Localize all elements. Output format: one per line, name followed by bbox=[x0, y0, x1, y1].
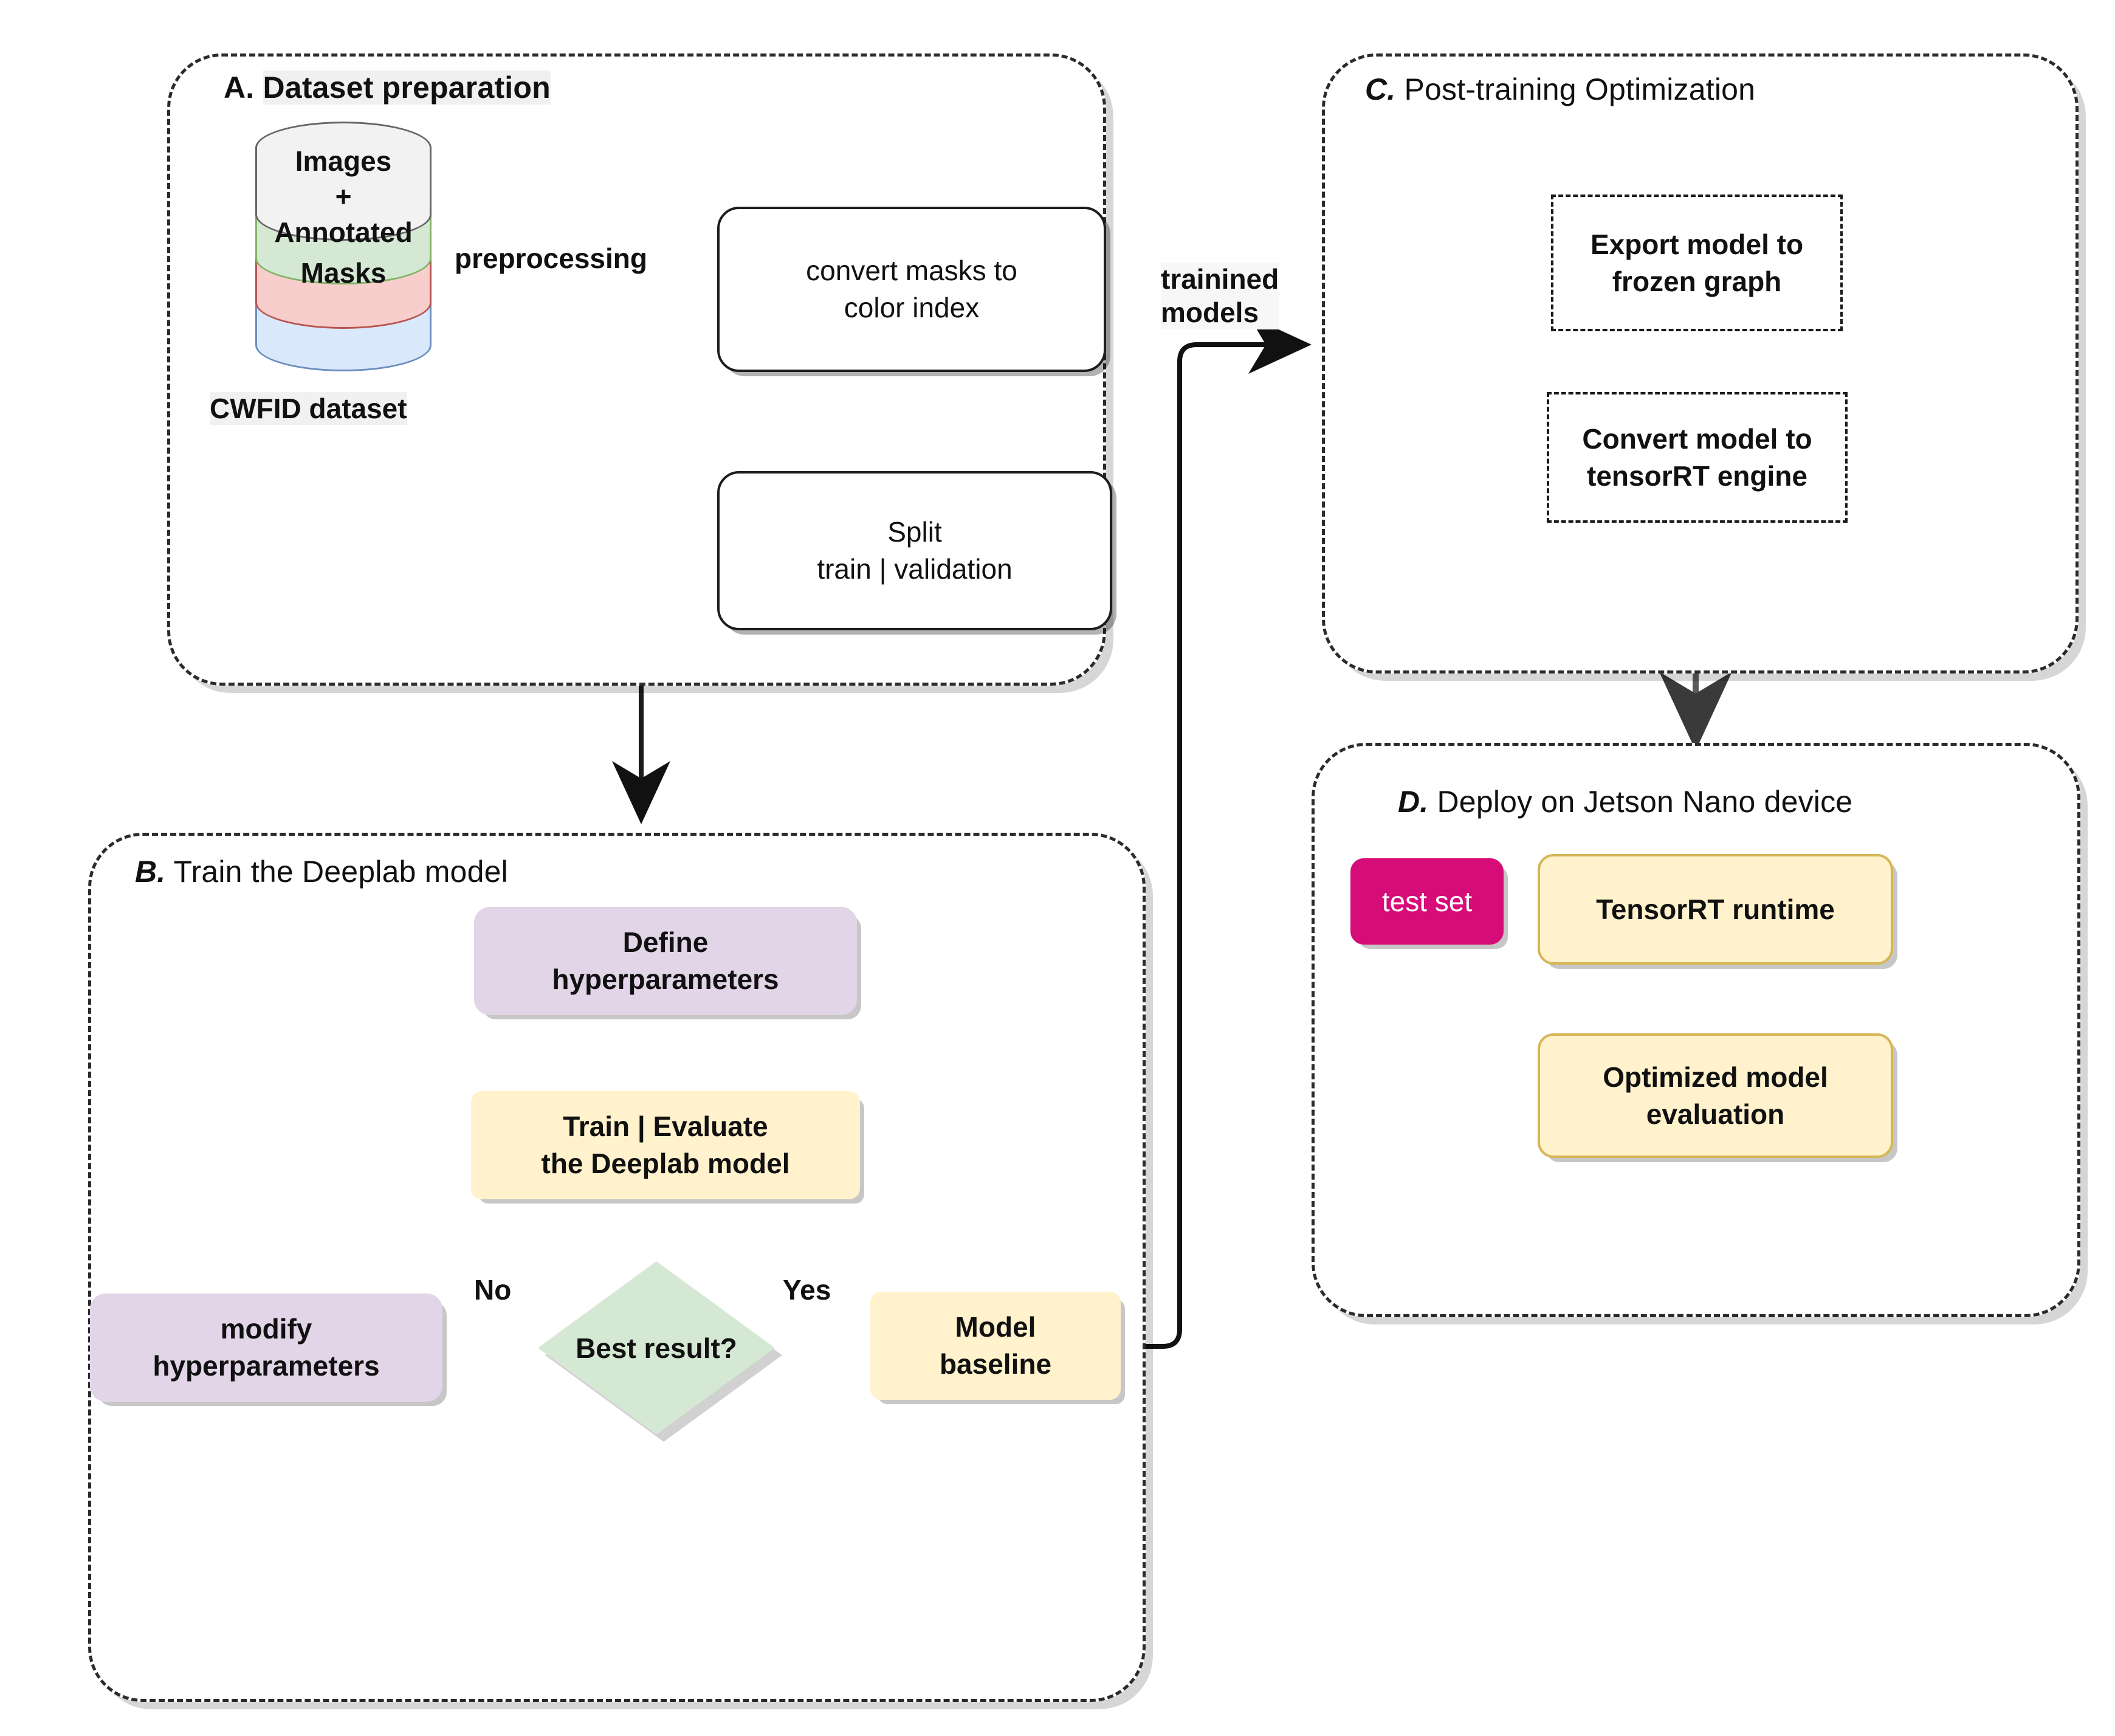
dataset-label-masks: Masks bbox=[300, 257, 387, 289]
node-test-set[interactable]: test set bbox=[1350, 858, 1504, 945]
node-modify-hyperparameters[interactable]: modify hyperparameters bbox=[90, 1293, 442, 1402]
section-d-label: Deploy on Jetson Nano device bbox=[1437, 785, 1853, 819]
node-train-evaluate[interactable]: Train | Evaluate the Deeplab model bbox=[471, 1091, 860, 1199]
images-layer bbox=[255, 122, 432, 241]
section-b-title: B. Train the Deeplab model bbox=[135, 854, 508, 889]
section-c-label: Post-training Optimization bbox=[1404, 72, 1756, 106]
node-split-train-validation[interactable]: Split train | validation bbox=[717, 471, 1112, 630]
decision-label: Best result? bbox=[576, 1332, 737, 1364]
node-optimized-model-evaluation[interactable]: Optimized model evaluation bbox=[1538, 1033, 1893, 1158]
section-a-letter: A. bbox=[224, 71, 255, 105]
section-d-title: D. Deploy on Jetson Nano device bbox=[1398, 784, 1852, 819]
edge-label-preprocessing: preprocessing bbox=[455, 243, 647, 274]
section-d-container bbox=[1312, 743, 2080, 1317]
section-b-label: Train the Deeplab model bbox=[173, 855, 508, 889]
dataset-label-annotated: Annotated bbox=[274, 216, 413, 248]
section-a-title: A. Dataset preparation bbox=[224, 70, 551, 105]
edge-baseline-to-optimization bbox=[1121, 315, 1312, 1349]
node-convert-masks[interactable]: convert masks to color index bbox=[717, 207, 1106, 372]
node-tensorrt-runtime[interactable]: TensorRT runtime bbox=[1538, 854, 1893, 965]
dataset-label-images: Images bbox=[295, 145, 392, 177]
edge-label-yes: Yes bbox=[783, 1274, 831, 1306]
section-c-container bbox=[1322, 53, 2079, 673]
cwfid-dataset-cylinder: Images + Annotated Masks bbox=[255, 122, 432, 377]
section-b-container bbox=[88, 833, 1146, 1702]
dataset-label-plus: + bbox=[335, 181, 352, 212]
section-d-letter: D. bbox=[1398, 785, 1429, 819]
node-model-baseline[interactable]: Model baseline bbox=[870, 1292, 1121, 1400]
node-best-result-decision[interactable]: Best result? bbox=[538, 1261, 782, 1442]
edge-label-no: No bbox=[474, 1274, 512, 1306]
section-c-letter: C. bbox=[1365, 72, 1396, 106]
node-define-hyperparameters[interactable]: Define hyperparameters bbox=[474, 907, 857, 1015]
cwfid-dataset-caption: CWFID dataset bbox=[210, 392, 407, 425]
section-b-letter: B. bbox=[135, 855, 166, 889]
node-export-model[interactable]: Export model to frozen graph bbox=[1551, 195, 1843, 331]
section-a-label: Dataset preparation bbox=[263, 71, 551, 105]
node-convert-model[interactable]: Convert model to tensorRT engine bbox=[1547, 392, 1848, 523]
edge-label-trained-models: trainined models bbox=[1161, 263, 1279, 330]
section-c-title: C. Post-training Optimization bbox=[1365, 72, 1755, 107]
